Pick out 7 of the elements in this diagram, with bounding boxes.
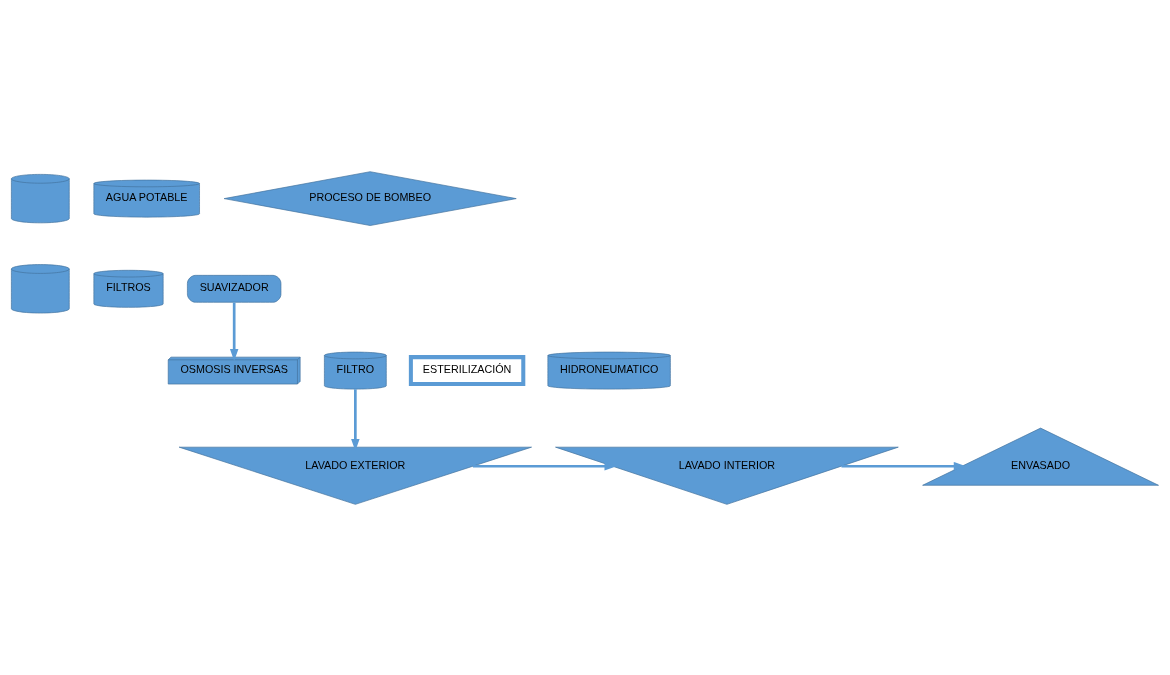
arrow [229,301,239,361]
arrow [472,461,617,470]
node-box: ESTERILIZACIÓN [408,354,526,386]
node-box: SUAVIZADOR [187,274,282,303]
node-diamond: PROCESO DE BOMBEO [223,170,517,226]
arrow [351,388,360,451]
arrow [841,461,966,470]
